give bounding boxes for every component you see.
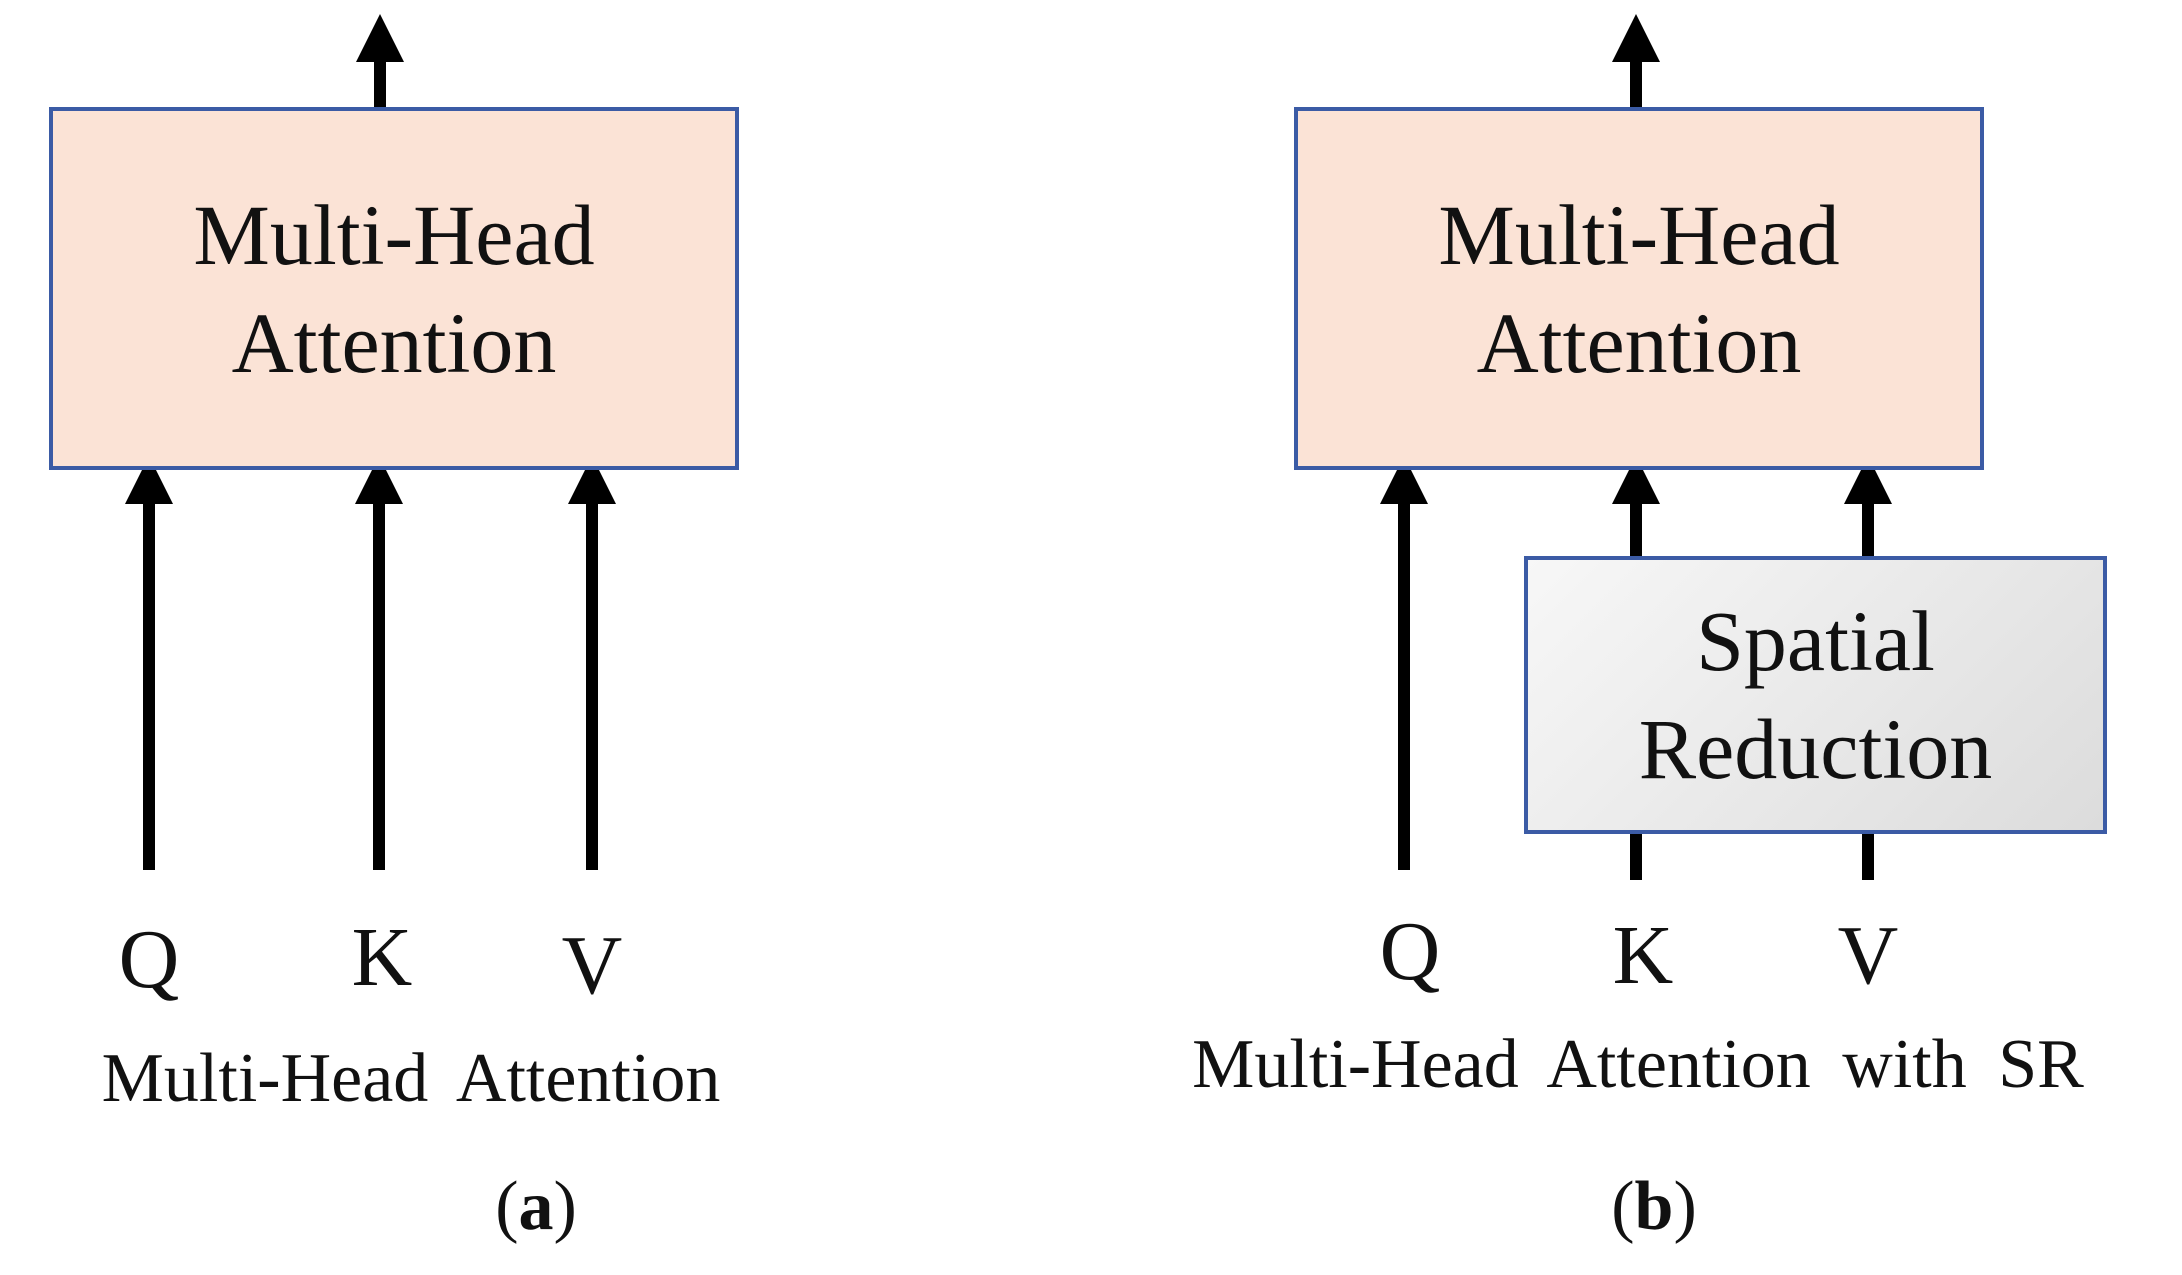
sr-line2: Reduction bbox=[1638, 701, 1993, 797]
v-label-b: V bbox=[1837, 909, 1899, 1002]
label-close-b: ) bbox=[1673, 1168, 1697, 1245]
caption-b: Multi-Head Attention with SR bbox=[1192, 1026, 2084, 1103]
q-label-a: Q bbox=[118, 913, 180, 1006]
k-label-a: K bbox=[351, 911, 413, 1004]
label-close-a: ) bbox=[553, 1168, 577, 1245]
label-letter-a: a bbox=[518, 1168, 554, 1245]
panel-label-b: (b) bbox=[1611, 1172, 1697, 1242]
caption-a: Multi-Head Attention bbox=[101, 1040, 721, 1117]
box-line2-b: Attention bbox=[1476, 294, 1802, 391]
box-line2-a: Attention bbox=[231, 294, 557, 391]
box-line1-a: Multi-Head bbox=[193, 186, 595, 283]
v-label-a: V bbox=[561, 919, 623, 1012]
spatial-reduction-box: Spatial Reduction bbox=[1524, 556, 2107, 834]
label-open-b: ( bbox=[1611, 1168, 1635, 1245]
panel-label-a: (a) bbox=[495, 1172, 577, 1242]
box-line1-b: Multi-Head bbox=[1438, 186, 1840, 283]
sr-line1: Spatial bbox=[1696, 593, 1935, 689]
multi-head-attention-box-b: Multi-Head Attention bbox=[1294, 107, 1984, 470]
k-label-b: K bbox=[1612, 909, 1674, 1002]
multi-head-attention-box-a: Multi-Head Attention bbox=[49, 107, 739, 470]
label-open-a: ( bbox=[495, 1168, 519, 1245]
q-label-b: Q bbox=[1379, 905, 1441, 998]
label-letter-b: b bbox=[1634, 1168, 1674, 1245]
